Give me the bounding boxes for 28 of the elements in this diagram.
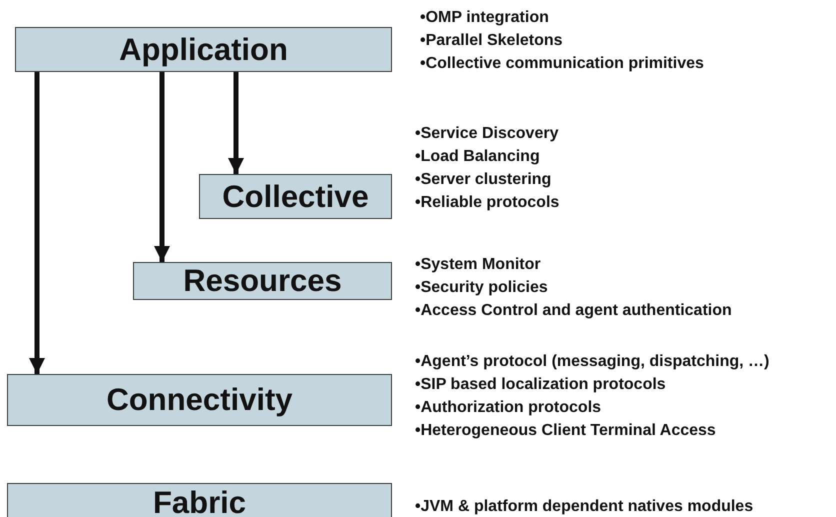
bullet-item: •Security policies <box>415 278 548 298</box>
layer-box <box>7 483 392 517</box>
bullet-item: •Service Discovery <box>415 124 558 144</box>
bullet-item: •Collective communication primitives <box>420 54 704 74</box>
bullet-item: •Load Balancing <box>415 147 540 167</box>
bullet-item: •Authorization protocols <box>415 398 602 418</box>
layer-box <box>15 27 392 72</box>
bullet-item: •Heterogeneous Client Terminal Access <box>415 421 716 441</box>
layer-label: Collective <box>222 178 369 214</box>
layer-label: Application <box>119 32 288 68</box>
arrow <box>228 72 244 174</box>
bullet-item: •SIP based localization protocols <box>415 375 666 395</box>
bullet-item: •OMP integration <box>420 8 549 28</box>
layer-box <box>7 374 392 426</box>
layer-label: Resources <box>183 263 342 299</box>
layer-box <box>133 262 392 300</box>
bullet-item: •Access Control and agent authentication <box>415 301 732 321</box>
layer-label: Fabric <box>152 485 246 517</box>
bullet-item: •Server clustering <box>415 170 552 190</box>
bullet-item: •Parallel Skeletons <box>420 31 563 51</box>
bullet-item: •Agent’s protocol (messaging, dispatching, …) <box>415 352 770 372</box>
arrow <box>29 72 45 374</box>
layer-label: Connectivity <box>106 382 293 418</box>
arrow <box>154 72 170 262</box>
bullet-item: •System Monitor <box>415 255 541 275</box>
layer-box <box>199 174 392 219</box>
bullet-item: •Reliable protocols <box>415 193 560 213</box>
bullet-item: •JVM & platform dependent natives modules <box>415 497 754 517</box>
